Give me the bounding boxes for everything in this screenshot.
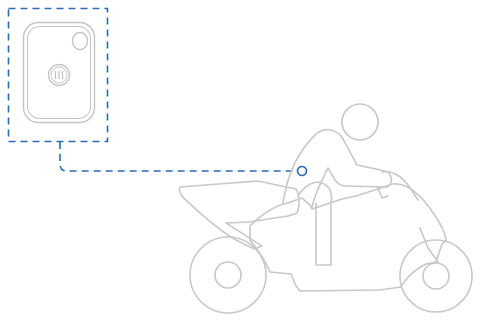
mirror [378, 188, 388, 198]
tracker-lanyard-hole [73, 33, 88, 50]
main-body [250, 184, 446, 291]
callout-leader-line [60, 142, 296, 171]
front-wheel [400, 240, 472, 312]
attachment-point-icon [298, 167, 307, 176]
motorcycle-rider-icon [179, 104, 472, 313]
rider-leg [298, 182, 332, 265]
front-fork [420, 228, 438, 262]
rider-head [342, 104, 378, 140]
tracker-device-icon [24, 23, 95, 123]
rear-wheel-hub [215, 262, 241, 288]
tracker-button-bars [56, 71, 63, 79]
front-wheel-hub [423, 263, 449, 289]
